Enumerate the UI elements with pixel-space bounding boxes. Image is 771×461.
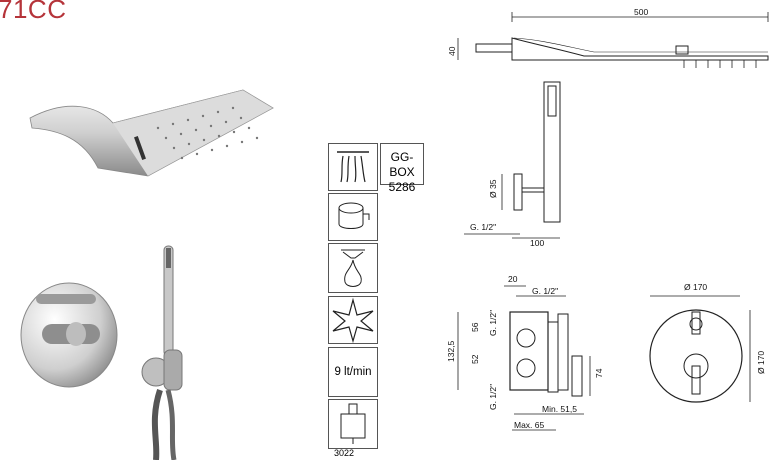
valve-max-label: Max. 65 bbox=[514, 420, 545, 430]
box-icon bbox=[328, 399, 378, 449]
valve-section-drawing: 20 G. 1/2" 132,5 56 52 G. 1/2" G. 1/2" 7… bbox=[446, 274, 604, 431]
valve-g-left2-label: G. 1/2" bbox=[488, 384, 498, 410]
valve-thread-top-label: G. 1/2" bbox=[532, 286, 558, 296]
hand-shower-drawing: Ø 35 G. 1/2" 100 bbox=[464, 81, 561, 248]
box-code-badge: GG-BOX 5286 bbox=[380, 143, 424, 194]
hand-thread-label: G. 1/2" bbox=[470, 222, 496, 232]
article-code-label: 3022 bbox=[334, 448, 355, 458]
shower-head-icon bbox=[328, 193, 378, 241]
valve-g-left1-label: G. 1/2" bbox=[488, 310, 498, 336]
cascade-spout-icon bbox=[328, 243, 378, 293]
page-title: 71CC bbox=[0, 0, 67, 24]
rain-shower-head-image bbox=[29, 89, 274, 177]
valve-132-label: 132,5 bbox=[446, 340, 456, 362]
plate-width-label: Ø 170 bbox=[684, 282, 707, 292]
hand-projection-label: 100 bbox=[530, 238, 544, 248]
rain-width-label: 500 bbox=[634, 8, 648, 17]
valve-56-label: 56 bbox=[470, 322, 480, 332]
plate-front-drawing: Ø 170 Ø 170 bbox=[649, 282, 766, 403]
hand-shower-image bbox=[141, 245, 183, 460]
star-icon bbox=[328, 296, 378, 344]
mixer-plate-image bbox=[20, 282, 118, 388]
valve-52-label: 52 bbox=[470, 354, 480, 364]
box-code-line1: GG-BOX bbox=[389, 150, 415, 179]
flow-rate-badge: 9 lt/min bbox=[328, 347, 378, 397]
hand-diameter-label: Ø 35 bbox=[488, 179, 498, 198]
valve-min-label: Min. 51,5 bbox=[542, 404, 577, 414]
plate-height-label: Ø 170 bbox=[756, 351, 766, 374]
valve-74-label: 74 bbox=[594, 368, 604, 378]
rain-shower-drawing: 500 40 bbox=[447, 8, 769, 68]
box-code-line2: 5286 bbox=[388, 180, 416, 194]
waterfall-icon bbox=[328, 143, 378, 191]
valve-offset-label: 20 bbox=[508, 274, 518, 284]
rain-height-label: 40 bbox=[447, 46, 457, 56]
